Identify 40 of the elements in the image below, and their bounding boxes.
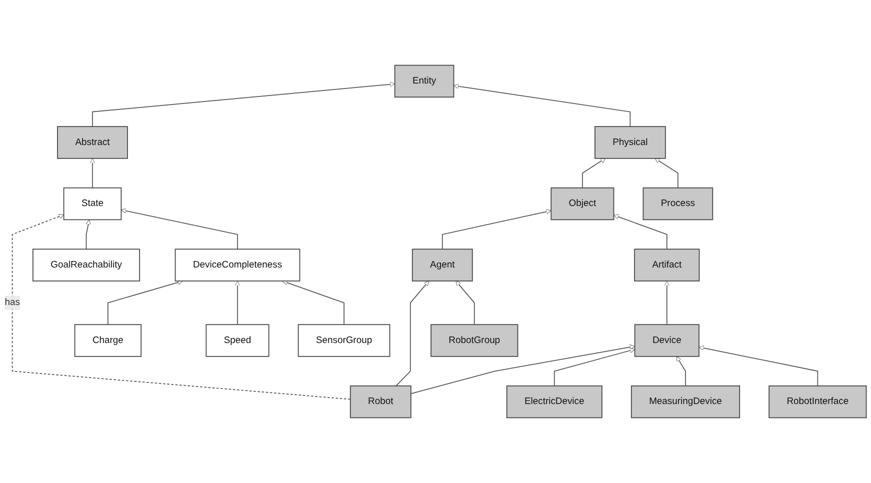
arrow	[456, 280, 475, 326]
node-box: Agent	[412, 248, 473, 282]
node-box: Process	[642, 187, 714, 220]
arrow	[664, 280, 670, 326]
node-box: Physical	[594, 126, 666, 159]
node-box: Artifact	[634, 248, 700, 282]
arrow	[92, 82, 396, 128]
node-box: SensorGroup	[298, 324, 390, 357]
node-box: GoalReachability	[32, 248, 140, 282]
node-box: State	[63, 187, 122, 220]
arrow	[442, 209, 552, 250]
arrow	[614, 214, 668, 250]
node-box: DeviceCompleteness	[174, 248, 300, 282]
arrow	[282, 280, 344, 326]
node-box: Speed	[206, 324, 270, 357]
node-box: Robot	[350, 385, 412, 418]
arrow	[234, 280, 240, 326]
node-box: Object	[550, 187, 614, 220]
arrow	[454, 84, 631, 128]
arrow	[90, 158, 96, 188]
arrow	[554, 348, 636, 386]
arrow	[582, 158, 606, 188]
edge-label: has	[4, 297, 20, 308]
node-box: MeasuringDevice	[630, 385, 740, 418]
arrow	[676, 356, 686, 386]
arrow	[654, 158, 678, 188]
arrow	[12, 214, 351, 400]
node-box: Abstract	[57, 126, 128, 159]
node-box: ElectricDevice	[506, 385, 602, 418]
node-box: Entity	[394, 64, 454, 98]
arrow	[108, 280, 184, 326]
node-box: Charge	[74, 324, 142, 357]
node-box: RobotInterface	[768, 385, 867, 418]
arrow	[120, 208, 238, 250]
arrow	[86, 219, 91, 250]
arrow	[410, 344, 636, 394]
node-box: RobotGroup	[430, 324, 518, 357]
arrow	[698, 345, 818, 386]
arrow	[396, 280, 430, 386]
node-box: Device	[634, 324, 700, 357]
